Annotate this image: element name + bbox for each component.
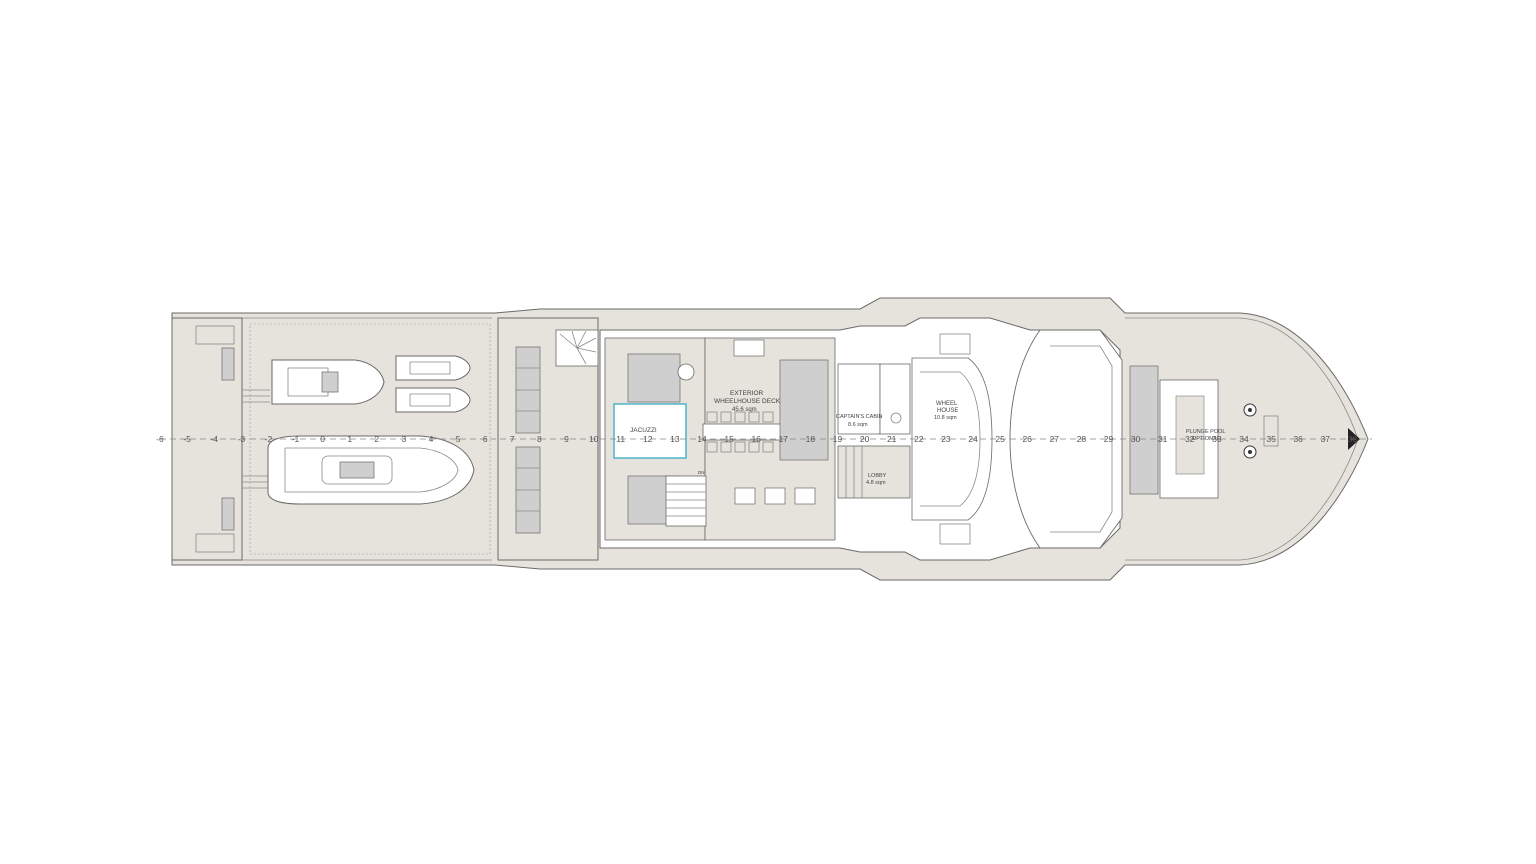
frame-number: 38 <box>1348 434 1358 444</box>
frame-number: 8 <box>537 434 542 444</box>
frame-number: -6 <box>156 434 164 444</box>
foredeck-well <box>1129 365 1159 495</box>
lobby-label-1: LOBBY <box>868 473 887 479</box>
frame-number: 20 <box>860 434 870 444</box>
frame-number: 25 <box>995 434 1005 444</box>
jetski-1 <box>395 355 471 381</box>
captains-cabin-label-2: 8.6 sqm <box>848 422 868 428</box>
frame-number: 36 <box>1293 434 1303 444</box>
exterior-label-2: WHEELHOUSE DECK <box>714 398 781 405</box>
frame-number: 16 <box>751 434 761 444</box>
frame-number: 19 <box>833 434 843 444</box>
frame-number: 7 <box>510 434 515 444</box>
wheelhouse-label-1: WHEEL <box>936 401 958 407</box>
jacuzzi-label: JACUZZI <box>630 427 657 434</box>
captains-cabin <box>837 363 881 435</box>
frame-number: 9 <box>564 434 569 444</box>
frame-number: 33 <box>1212 434 1222 444</box>
dn-label: DN <box>698 470 705 475</box>
jacuzzi <box>613 403 687 459</box>
exterior-label-1: EXTERIOR <box>730 390 764 397</box>
frame-number: 18 <box>806 434 816 444</box>
frame-number: 30 <box>1131 434 1141 444</box>
frame-number: 26 <box>1022 434 1032 444</box>
frame-number: 37 <box>1321 434 1331 444</box>
frame-number: 17 <box>779 434 789 444</box>
frame-number: 23 <box>941 434 951 444</box>
lobby <box>837 445 911 499</box>
frame-number: 31 <box>1158 434 1168 444</box>
frame-number: -1 <box>292 434 300 444</box>
frame-number: 27 <box>1050 434 1060 444</box>
frame-number: 32 <box>1185 434 1195 444</box>
stair-down <box>665 475 707 527</box>
frame-number: 35 <box>1266 434 1276 444</box>
frame-number: -4 <box>210 434 218 444</box>
frame-number: 2 <box>374 434 379 444</box>
frame-number: 6 <box>483 434 488 444</box>
jetski-2 <box>395 387 471 413</box>
frame-number: 15 <box>724 434 734 444</box>
frame-number: 11 <box>616 434 625 444</box>
frame-number: 22 <box>914 434 924 444</box>
frame-number: 12 <box>643 434 653 444</box>
lobby-label-2: 4.8 sqm <box>866 480 886 486</box>
frame-number: 21 <box>887 434 897 444</box>
frame-number: -5 <box>183 434 191 444</box>
frame-number: 13 <box>670 434 680 444</box>
exterior-label-3: 45.6 sqm <box>732 407 757 413</box>
frame-number: 1 <box>347 434 352 444</box>
pool-label-1: PLUNGE POOL <box>1186 429 1225 435</box>
frame-number: 0 <box>320 434 325 444</box>
frame-number: 10 <box>589 434 599 444</box>
frame-number: 14 <box>697 434 707 444</box>
frame-number: -3 <box>238 434 246 444</box>
frame-number: 4 <box>429 434 434 444</box>
frame-number: 3 <box>402 434 407 444</box>
frame-number: 29 <box>1104 434 1114 444</box>
wheelhouse-label-2: HOUSE <box>937 408 958 414</box>
frame-number: 28 <box>1077 434 1087 444</box>
frame-number: 5 <box>456 434 461 444</box>
frame-number: 34 <box>1239 434 1249 444</box>
wheelhouse-label-3: 10.8 sqm <box>934 415 957 421</box>
sunpad-zone <box>497 317 599 561</box>
frame-number: -2 <box>265 434 273 444</box>
captains-cabin-label-1: CAPTAIN'S CABIN <box>836 414 883 420</box>
frame-number: 24 <box>968 434 978 444</box>
